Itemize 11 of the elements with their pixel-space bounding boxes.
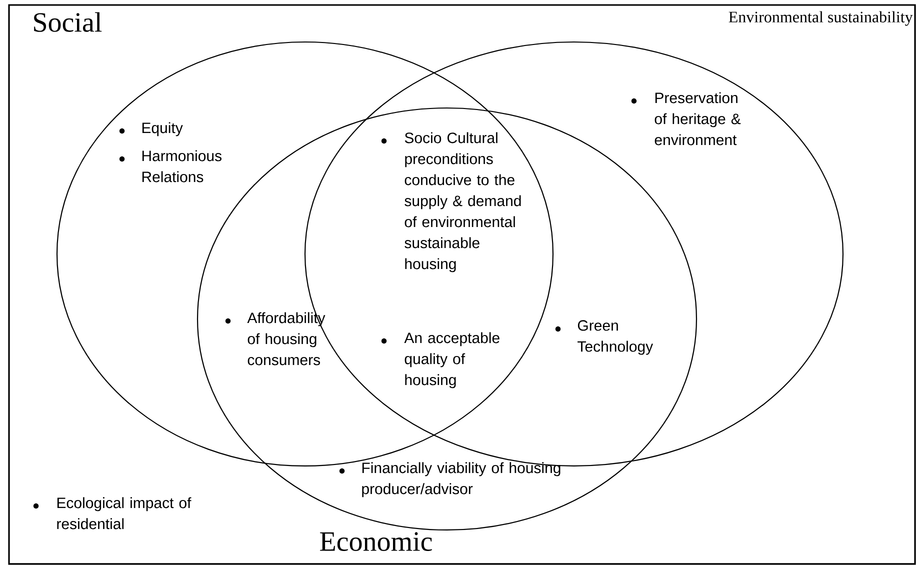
bullet-text: Equity	[142, 122, 183, 136]
set-heading: Environmental sustainability	[728, 11, 913, 26]
bullet-text: Socio Cultural preconditions conducive to the supply & demand of environmental sustainable housing	[404, 132, 521, 272]
set-heading: Social	[34, 12, 102, 32]
set-heading: Economic	[320, 532, 432, 551]
bullet-text: Green Technology	[578, 320, 654, 355]
bullet-text: Harmonious Relations	[142, 150, 222, 182]
bullet-text: Preservation of heritage & environment	[654, 92, 741, 146]
bullet-text: Financially viability of housing producer/advisor	[362, 462, 560, 498]
bullet-text: An acceptable quality of housing	[404, 332, 500, 388]
bullet-text: Ecological impact of residential	[57, 497, 192, 530]
